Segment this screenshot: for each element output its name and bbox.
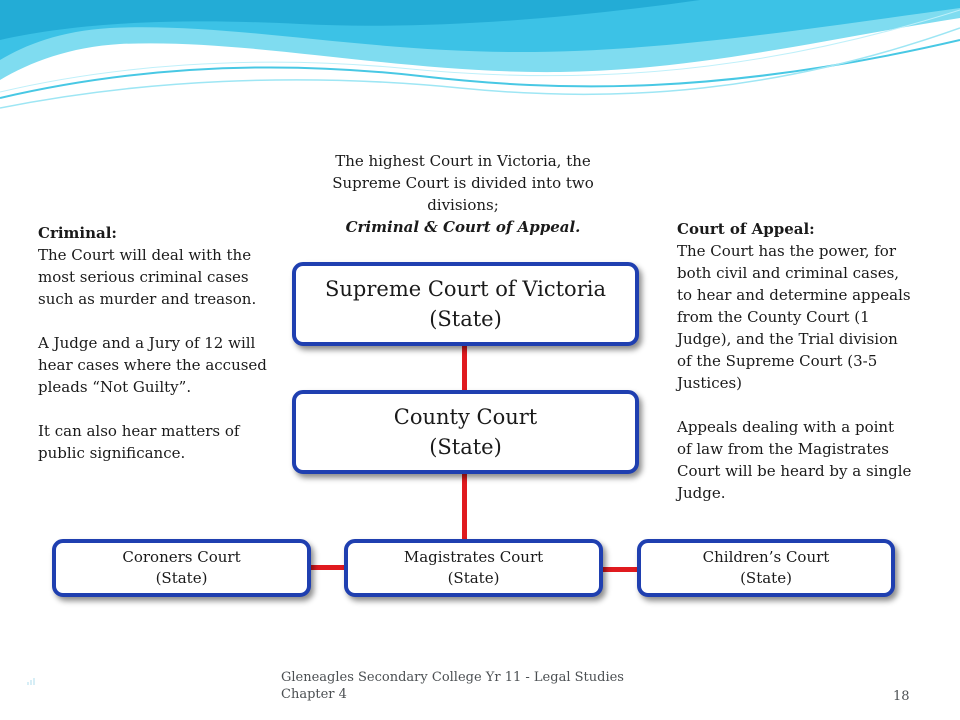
county-court-node: County Court (State)	[292, 390, 639, 474]
coroners-court-jurisdiction: (State)	[155, 569, 208, 587]
childrens-court-label: Children’s Court	[702, 548, 830, 566]
coroners-court-node: Coroners Court (State)	[52, 539, 311, 597]
description-emphasis: Criminal & Court of Appeal.	[345, 218, 581, 236]
footer-title: Gleneagles Secondary College Yr 11 - Leg…	[281, 669, 641, 703]
connector-coroners-magistrates	[307, 565, 347, 570]
county-court-jurisdiction: (State)	[429, 435, 502, 459]
page-number: 18	[893, 689, 910, 704]
supreme-court-node: Supreme Court of Victoria (State)	[292, 262, 639, 346]
coroners-court-label: Coroners Court	[122, 548, 241, 566]
criminal-heading: Criminal:	[38, 224, 117, 242]
description-line-1: The highest Court in Victoria, the	[335, 152, 591, 170]
appeal-paragraph-1: The Court has the power, for both civil …	[677, 242, 911, 392]
criminal-paragraph-1: The Court will deal with the most seriou…	[38, 246, 257, 308]
footer-line-2: Chapter 4	[281, 687, 347, 702]
criminal-division-text: Criminal: The Court will deal with the m…	[38, 222, 274, 464]
description-line-3: divisions;	[427, 196, 499, 214]
childrens-court-node: Children’s Court (State)	[637, 539, 895, 597]
appeal-paragraph-2: Appeals dealing with a point of law from…	[677, 418, 912, 502]
appeal-heading: Court of Appeal:	[677, 220, 815, 238]
description-line-2: Supreme Court is divided into two	[332, 174, 594, 192]
magistrates-court-jurisdiction: (State)	[447, 569, 500, 587]
supreme-court-description: The highest Court in Victoria, the Supre…	[318, 150, 608, 238]
slide-marker-icon	[27, 678, 35, 685]
criminal-paragraph-3: It can also hear matters of public signi…	[38, 422, 240, 462]
magistrates-court-node: Magistrates Court (State)	[344, 539, 603, 597]
magistrates-court-label: Magistrates Court	[403, 548, 544, 566]
connector-magistrates-childrens	[599, 567, 641, 572]
county-court-label: County Court	[393, 405, 538, 429]
footer-line-1: Gleneagles Secondary College Yr 11 - Leg…	[281, 670, 624, 685]
supreme-court-jurisdiction: (State)	[429, 307, 502, 331]
connector-supreme-county	[462, 344, 467, 392]
childrens-court-jurisdiction: (State)	[740, 569, 792, 587]
court-of-appeal-text: Court of Appeal: The Court has the power…	[677, 218, 913, 504]
supreme-court-label: Supreme Court of Victoria	[325, 277, 606, 301]
connector-county-magistrates	[462, 471, 467, 541]
header-wave-decoration	[0, 0, 960, 109]
criminal-paragraph-2: A Judge and a Jury of 12 will hear cases…	[38, 334, 267, 396]
